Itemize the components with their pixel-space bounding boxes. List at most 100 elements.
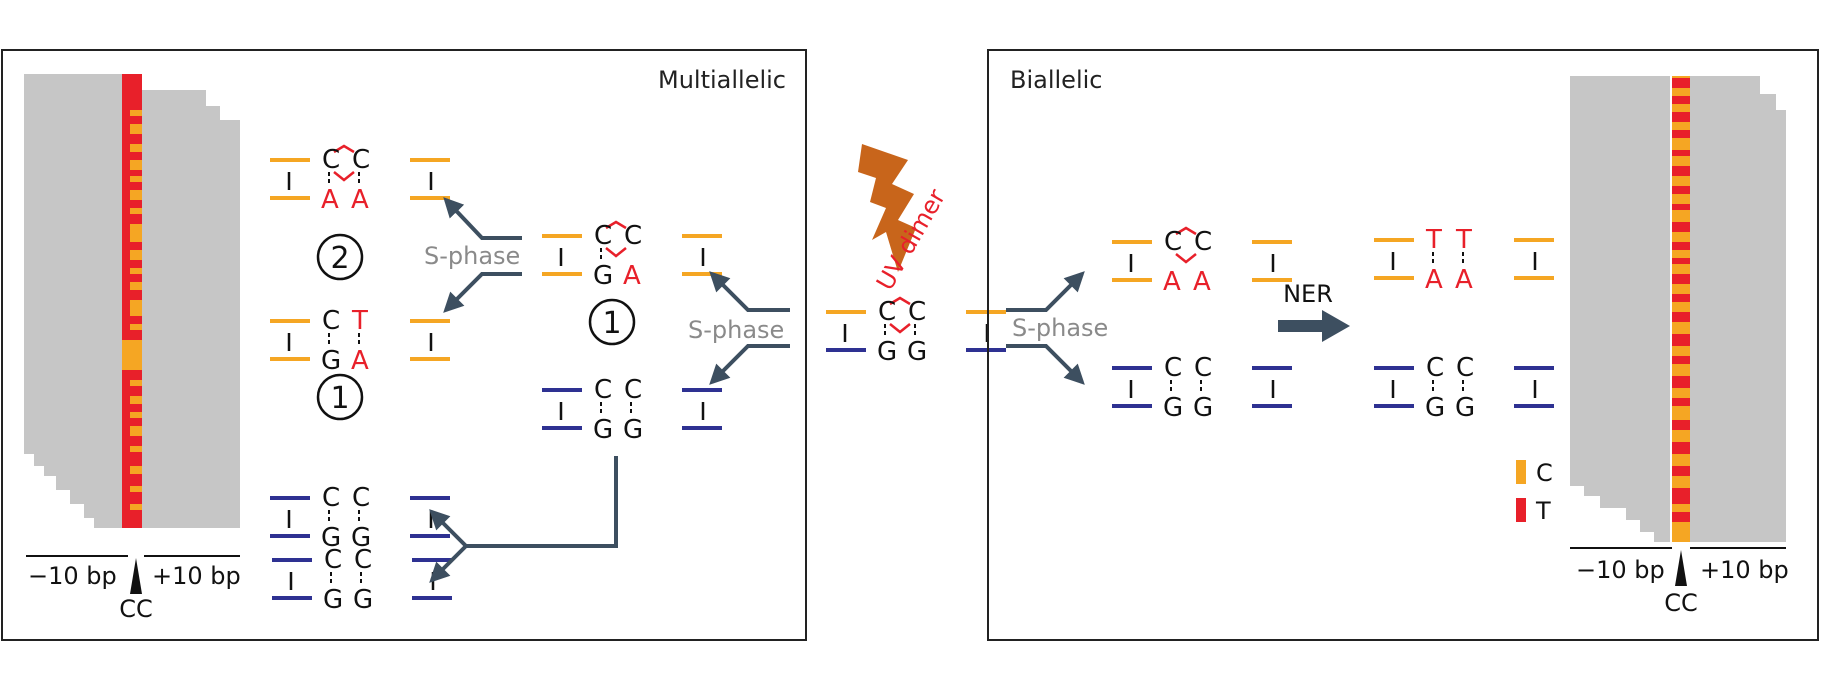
s-phase-label-middle: S-phase bbox=[688, 316, 784, 344]
column-stripe bbox=[1672, 398, 1690, 406]
left-minus-10bp: −10 bp bbox=[28, 562, 117, 590]
base-c: C bbox=[322, 483, 340, 513]
base-c: C bbox=[594, 221, 612, 251]
base-g: G bbox=[1425, 393, 1445, 423]
base-g: G bbox=[1193, 393, 1213, 423]
right-cc-pointer bbox=[1675, 550, 1687, 586]
base-g: G bbox=[593, 261, 613, 291]
legend-t-label: T bbox=[1535, 497, 1551, 525]
column-stripe bbox=[122, 340, 142, 370]
column-stripe bbox=[130, 486, 142, 492]
column-stripe bbox=[130, 504, 142, 510]
right-minus-10bp: −10 bp bbox=[1576, 556, 1665, 584]
column-stripe bbox=[1672, 242, 1690, 250]
column-stripe bbox=[130, 124, 142, 134]
dna-right-dimer: C C A A bbox=[1112, 226, 1292, 297]
right-arrows bbox=[1006, 271, 1085, 385]
s-phase-label-right: S-phase bbox=[1012, 314, 1108, 342]
left-arrows bbox=[429, 197, 790, 583]
arrow-to-right-orange bbox=[1006, 271, 1085, 312]
right-reads-upstream bbox=[1570, 76, 1670, 542]
column-stripe bbox=[1672, 96, 1690, 104]
column-stripe bbox=[1672, 222, 1690, 232]
base-t: T bbox=[351, 306, 368, 336]
left-plus-10bp: +10 bp bbox=[152, 562, 241, 590]
s-phase-label-left-column: S-phase bbox=[424, 242, 520, 270]
column-stripe bbox=[1672, 356, 1690, 364]
arrow-to-blue-wildtype bbox=[709, 344, 790, 385]
column-stripe bbox=[1672, 166, 1690, 176]
column-stripe bbox=[130, 412, 142, 418]
left-reads-downstream bbox=[140, 90, 240, 528]
multiallelic-title: Multiallelic bbox=[658, 66, 786, 94]
column-stripe bbox=[130, 396, 142, 404]
base-c: C bbox=[624, 375, 642, 405]
column-stripe bbox=[130, 224, 142, 242]
left-cc-pointer bbox=[130, 558, 142, 594]
column-stripe bbox=[1672, 488, 1690, 504]
column-stripe bbox=[130, 144, 142, 152]
dna-right-blue: C C G G bbox=[1112, 353, 1292, 423]
column-stripe bbox=[130, 110, 142, 116]
intermediate-number: 1 bbox=[602, 306, 621, 341]
base-g: G bbox=[593, 415, 613, 445]
legend-c-label: C bbox=[1536, 459, 1553, 487]
base-a: A bbox=[623, 261, 641, 291]
base-c: C bbox=[594, 375, 612, 405]
dna-outcome-2: C C A A bbox=[270, 144, 450, 215]
base-t: T bbox=[1455, 225, 1472, 255]
outcome-2-number: 2 bbox=[330, 241, 349, 276]
column-stripe bbox=[130, 160, 142, 170]
column-stripe bbox=[1672, 258, 1690, 264]
multiallelic-panel bbox=[1, 49, 807, 641]
base-g: G bbox=[321, 523, 341, 553]
base-g: G bbox=[907, 337, 927, 367]
legend-c-swatch bbox=[1516, 460, 1526, 484]
base-c: C bbox=[1456, 353, 1474, 383]
base-a: A bbox=[351, 185, 369, 215]
base-a: A bbox=[1455, 265, 1473, 295]
outcome-1-number: 1 bbox=[330, 381, 349, 416]
column-stripe bbox=[130, 208, 142, 214]
column-stripe bbox=[1672, 294, 1690, 302]
column-stripe bbox=[1672, 78, 1690, 88]
base-g: G bbox=[321, 346, 341, 376]
arrow-to-right-blue bbox=[1006, 344, 1085, 385]
base-c: C bbox=[322, 306, 340, 336]
base-c: C bbox=[352, 483, 370, 513]
uv-lightning-bolt bbox=[858, 144, 916, 272]
column-stripe bbox=[130, 324, 142, 330]
left-base-column bbox=[122, 74, 142, 528]
base-t: T bbox=[1425, 225, 1442, 255]
ner-arrow bbox=[1278, 310, 1350, 342]
right-base-column bbox=[1672, 76, 1690, 542]
column-stripe bbox=[1672, 112, 1690, 122]
dna-uv-dimer: C C G G bbox=[826, 296, 1006, 367]
dna-blue-wildtype: C C G G bbox=[542, 375, 722, 445]
base-c: C bbox=[352, 145, 370, 175]
base-g: G bbox=[351, 523, 371, 553]
ner-label: NER bbox=[1283, 280, 1333, 308]
column-stripe bbox=[1672, 512, 1690, 522]
base-c: C bbox=[322, 145, 340, 175]
column-stripe bbox=[1672, 274, 1690, 284]
base-g: G bbox=[1455, 393, 1475, 423]
dna-blue-copy-1: C C G G bbox=[270, 483, 450, 553]
base-a: A bbox=[1163, 267, 1181, 297]
column-stripe bbox=[1672, 312, 1690, 322]
legend-t-swatch bbox=[1516, 498, 1526, 522]
arrow-to-outcome-1 bbox=[443, 272, 522, 313]
dna-right-repaired: T T A A bbox=[1374, 225, 1554, 295]
dna-intermediate: C C G A bbox=[542, 220, 722, 291]
base-c: C bbox=[1164, 227, 1182, 257]
column-stripe bbox=[130, 466, 142, 474]
right-reads-downstream bbox=[1688, 76, 1786, 542]
outcome-2-circle bbox=[316, 233, 364, 281]
column-stripe bbox=[130, 190, 142, 200]
biallelic-panel bbox=[987, 49, 1819, 641]
column-stripe bbox=[1672, 442, 1690, 454]
column-stripe bbox=[1672, 130, 1690, 138]
intermediate-circle bbox=[588, 298, 636, 346]
base-c: C bbox=[1164, 353, 1182, 383]
legend: C T bbox=[1516, 459, 1553, 525]
